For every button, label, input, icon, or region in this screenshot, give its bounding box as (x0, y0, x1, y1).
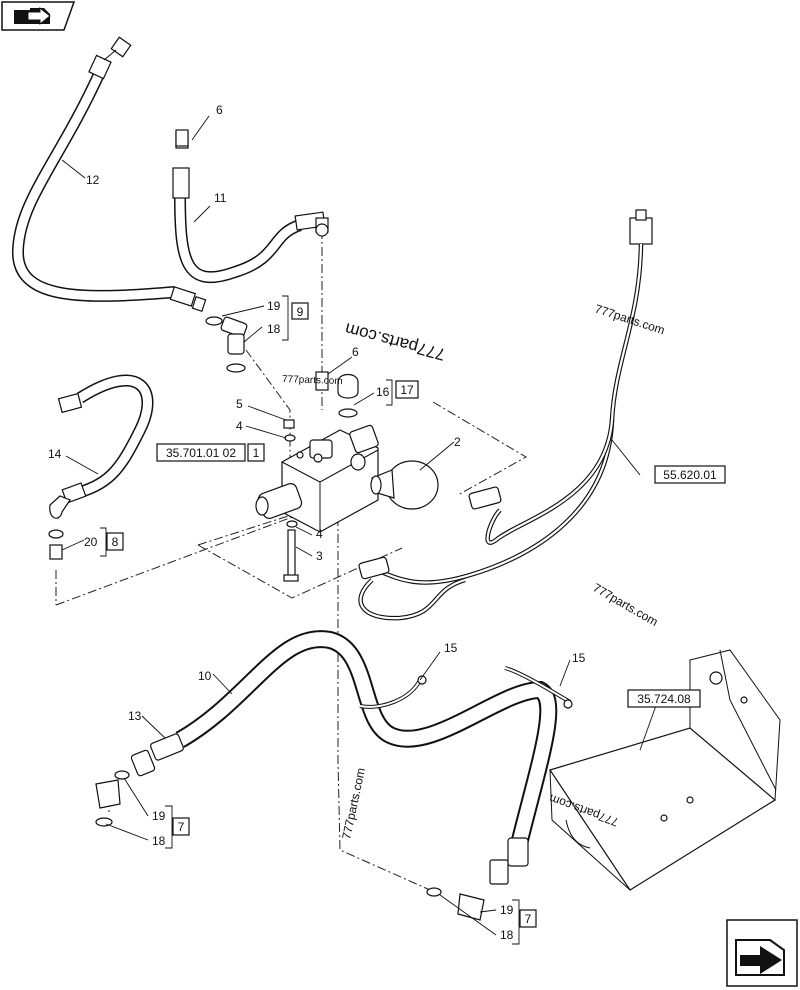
callout-1-label: 1 (253, 446, 260, 460)
callout-12: 12 (86, 173, 100, 187)
callout-8-label: 8 (112, 535, 119, 549)
callouts: 6 11 12 19 18 6 16 5 4 2 14 20 4 3 10 13… (48, 103, 586, 942)
callout-3: 3 (316, 549, 323, 563)
accumulator (370, 460, 439, 510)
callout-4-lower: 4 (316, 527, 323, 541)
prev-page-button[interactable] (1, 1, 76, 31)
callout-19-lower-left: 19 (152, 809, 166, 823)
callout-11: 11 (214, 191, 227, 205)
nut-and-washer (283, 419, 299, 582)
callout-18-upper: 18 (267, 322, 281, 336)
callout-6-lower: 6 (352, 345, 359, 359)
callout-20: 20 (84, 535, 98, 549)
page-forward-arrow-icon (735, 939, 785, 976)
hose-10 (130, 630, 558, 885)
callout-14: 14 (48, 447, 62, 461)
callout-5: 5 (236, 397, 243, 411)
boxed-callout-1[interactable]: 1 (247, 443, 265, 462)
boxed-callout-9[interactable]: 9 (291, 302, 309, 320)
ref-harness-label: 55.620.01 (663, 468, 717, 482)
valve-plug-16 (337, 373, 359, 418)
boxed-callout-7-left[interactable]: 7 (172, 817, 190, 836)
fitting-6-lower (315, 371, 329, 391)
callout-4-upper: 4 (236, 419, 243, 433)
wire-harness (358, 209, 653, 621)
valve-block (255, 424, 379, 533)
callout-18-lower-right: 18 (500, 928, 514, 942)
leader-lines (61, 115, 659, 936)
group-brackets (100, 295, 520, 945)
callout-9-label: 9 (297, 305, 304, 319)
callout-19-lower-right: 19 (500, 903, 514, 917)
callout-6-upper: 6 (216, 103, 223, 117)
elbow-fitting-upper (205, 316, 248, 373)
boxed-callout-7-right[interactable]: 7 (519, 909, 537, 928)
elbow-fitting-lower-right (426, 887, 485, 921)
callout-15-left: 15 (444, 641, 458, 655)
callout-7-left-label: 7 (178, 820, 185, 834)
mounting-bracket (549, 649, 781, 891)
watermark-4: 777parts.com (591, 580, 661, 628)
fitting-6-upper (175, 129, 189, 147)
ref-link-harness[interactable]: 55.620.01 (654, 465, 726, 484)
callout-2: 2 (454, 435, 461, 449)
watermark-5: 777parts.com (339, 767, 368, 841)
next-page-button[interactable] (726, 919, 798, 987)
folder-open-arrow-icon (14, 6, 51, 26)
callout-18-lower-left: 18 (152, 834, 166, 848)
callout-19-upper: 19 (267, 299, 281, 313)
callout-15-right: 15 (572, 651, 586, 665)
ref-valve-label: 35.701.01 02 (166, 446, 236, 460)
boxed-callout-8[interactable]: 8 (106, 532, 124, 551)
hose-14 (48, 374, 154, 560)
callout-16: 16 (376, 385, 390, 399)
ref-link-bracket[interactable]: 35.724.08 (627, 689, 701, 708)
hose-12 (11, 36, 207, 313)
hose-11 (172, 131, 329, 283)
callout-13: 13 (128, 709, 142, 723)
boxed-callout-17[interactable]: 17 (395, 380, 419, 399)
elbow-fitting-lower-left (95, 770, 130, 827)
ref-bracket-label: 35.724.08 (637, 692, 691, 706)
hose-clamp-15 (359, 666, 573, 709)
callout-7-right-label: 7 (525, 912, 532, 926)
watermark-3: 777parts.com (282, 374, 343, 387)
ref-link-valve[interactable]: 35.701.01 02 (156, 443, 246, 462)
callout-10: 10 (198, 669, 212, 683)
callout-17-label: 17 (400, 383, 414, 397)
